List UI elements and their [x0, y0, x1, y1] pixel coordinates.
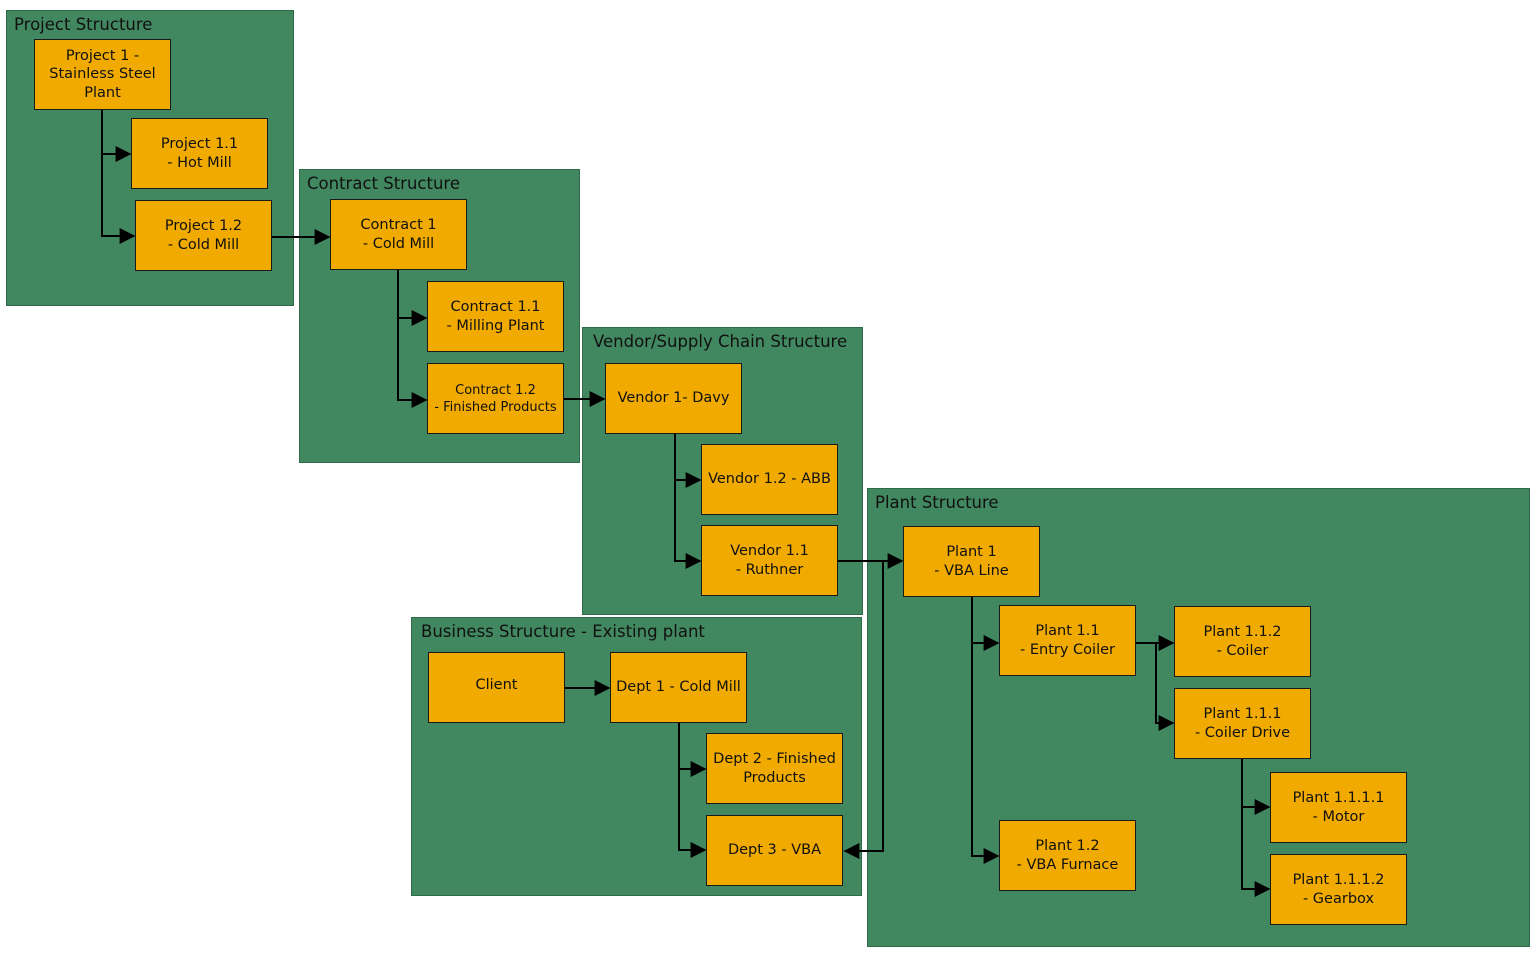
- node-contract-1[interactable]: Contract 1 - Cold Mill: [330, 199, 467, 270]
- group-title-plant: Plant Structure: [875, 493, 999, 512]
- node-vendor-1-1[interactable]: Vendor 1.1 - Ruthner: [701, 525, 838, 596]
- node-vendor-1-2[interactable]: Vendor 1.2 - ABB: [701, 444, 838, 515]
- node-label: Dept 3 - VBA: [727, 842, 822, 859]
- node-label: Plant 1.2 - VBA Furnace: [1016, 838, 1119, 873]
- node-label: Dept 1 - Cold Mill: [616, 679, 741, 696]
- node-label: Plant 1.1.1 - Coiler Drive: [1194, 706, 1291, 741]
- node-plant-1[interactable]: Plant 1 - VBA Line: [903, 526, 1040, 597]
- node-project-1[interactable]: Project 1 - Stainless Steel Plant: [34, 39, 171, 110]
- group-title-project: Project Structure: [14, 15, 153, 34]
- node-dept-3[interactable]: Dept 3 - VBA: [706, 815, 843, 886]
- node-label: Vendor 1.1 - Ruthner: [730, 543, 809, 578]
- node-label: Plant 1 - VBA Line: [934, 544, 1009, 579]
- node-client[interactable]: Client: [428, 652, 565, 723]
- node-plant-1-1-2[interactable]: Plant 1.1.2 - Coiler: [1174, 606, 1311, 677]
- node-label: Project 1.1 - Hot Mill: [160, 136, 239, 171]
- node-label: Vendor 1.2 - ABB: [708, 471, 831, 488]
- node-project-1-1[interactable]: Project 1.1 - Hot Mill: [131, 118, 268, 189]
- node-label: Plant 1.1.1.2 - Gearbox: [1292, 872, 1385, 907]
- group-title-business: Business Structure - Existing plant: [421, 622, 705, 641]
- node-dept-2[interactable]: Dept 2 - Finished Products: [706, 733, 843, 804]
- node-contract-1-1[interactable]: Contract 1.1 - Milling Plant: [427, 281, 564, 352]
- node-plant-1-2[interactable]: Plant 1.2 - VBA Furnace: [999, 820, 1136, 891]
- node-plant-1-1-1[interactable]: Plant 1.1.1 - Coiler Drive: [1174, 688, 1311, 759]
- node-label: Plant 1.1.1.1 - Motor: [1292, 790, 1385, 825]
- node-label: Plant 1.1 - Entry Coiler: [1020, 623, 1115, 658]
- node-project-1-2[interactable]: Project 1.2 - Cold Mill: [135, 200, 272, 271]
- node-label: Client: [475, 677, 518, 693]
- node-contract-1-2[interactable]: Contract 1.2 - Finished Products: [427, 363, 564, 434]
- node-label: Contract 1.1 - Milling Plant: [446, 299, 545, 334]
- node-vendor-1[interactable]: Vendor 1- Davy: [605, 363, 742, 434]
- node-label: Contract 1 - Cold Mill: [360, 217, 437, 252]
- node-plant-1-1-1-1[interactable]: Plant 1.1.1.1 - Motor: [1270, 772, 1407, 843]
- node-plant-1-1-1-2[interactable]: Plant 1.1.1.2 - Gearbox: [1270, 854, 1407, 925]
- node-label: Project 1 - Stainless Steel Plant: [49, 47, 156, 101]
- node-label: Dept 2 - Finished Products: [713, 751, 836, 786]
- group-title-contract: Contract Structure: [307, 174, 460, 193]
- node-label: Vendor 1- Davy: [617, 390, 730, 407]
- group-title-vendor: Vendor/Supply Chain Structure: [593, 332, 848, 351]
- node-label: Plant 1.1.2 - Coiler: [1203, 624, 1282, 659]
- node-label: Project 1.2 - Cold Mill: [164, 218, 243, 253]
- node-label: Contract 1.2 - Finished Products: [434, 382, 557, 415]
- node-dept-1[interactable]: Dept 1 - Cold Mill: [610, 652, 747, 723]
- node-plant-1-1[interactable]: Plant 1.1 - Entry Coiler: [999, 605, 1136, 676]
